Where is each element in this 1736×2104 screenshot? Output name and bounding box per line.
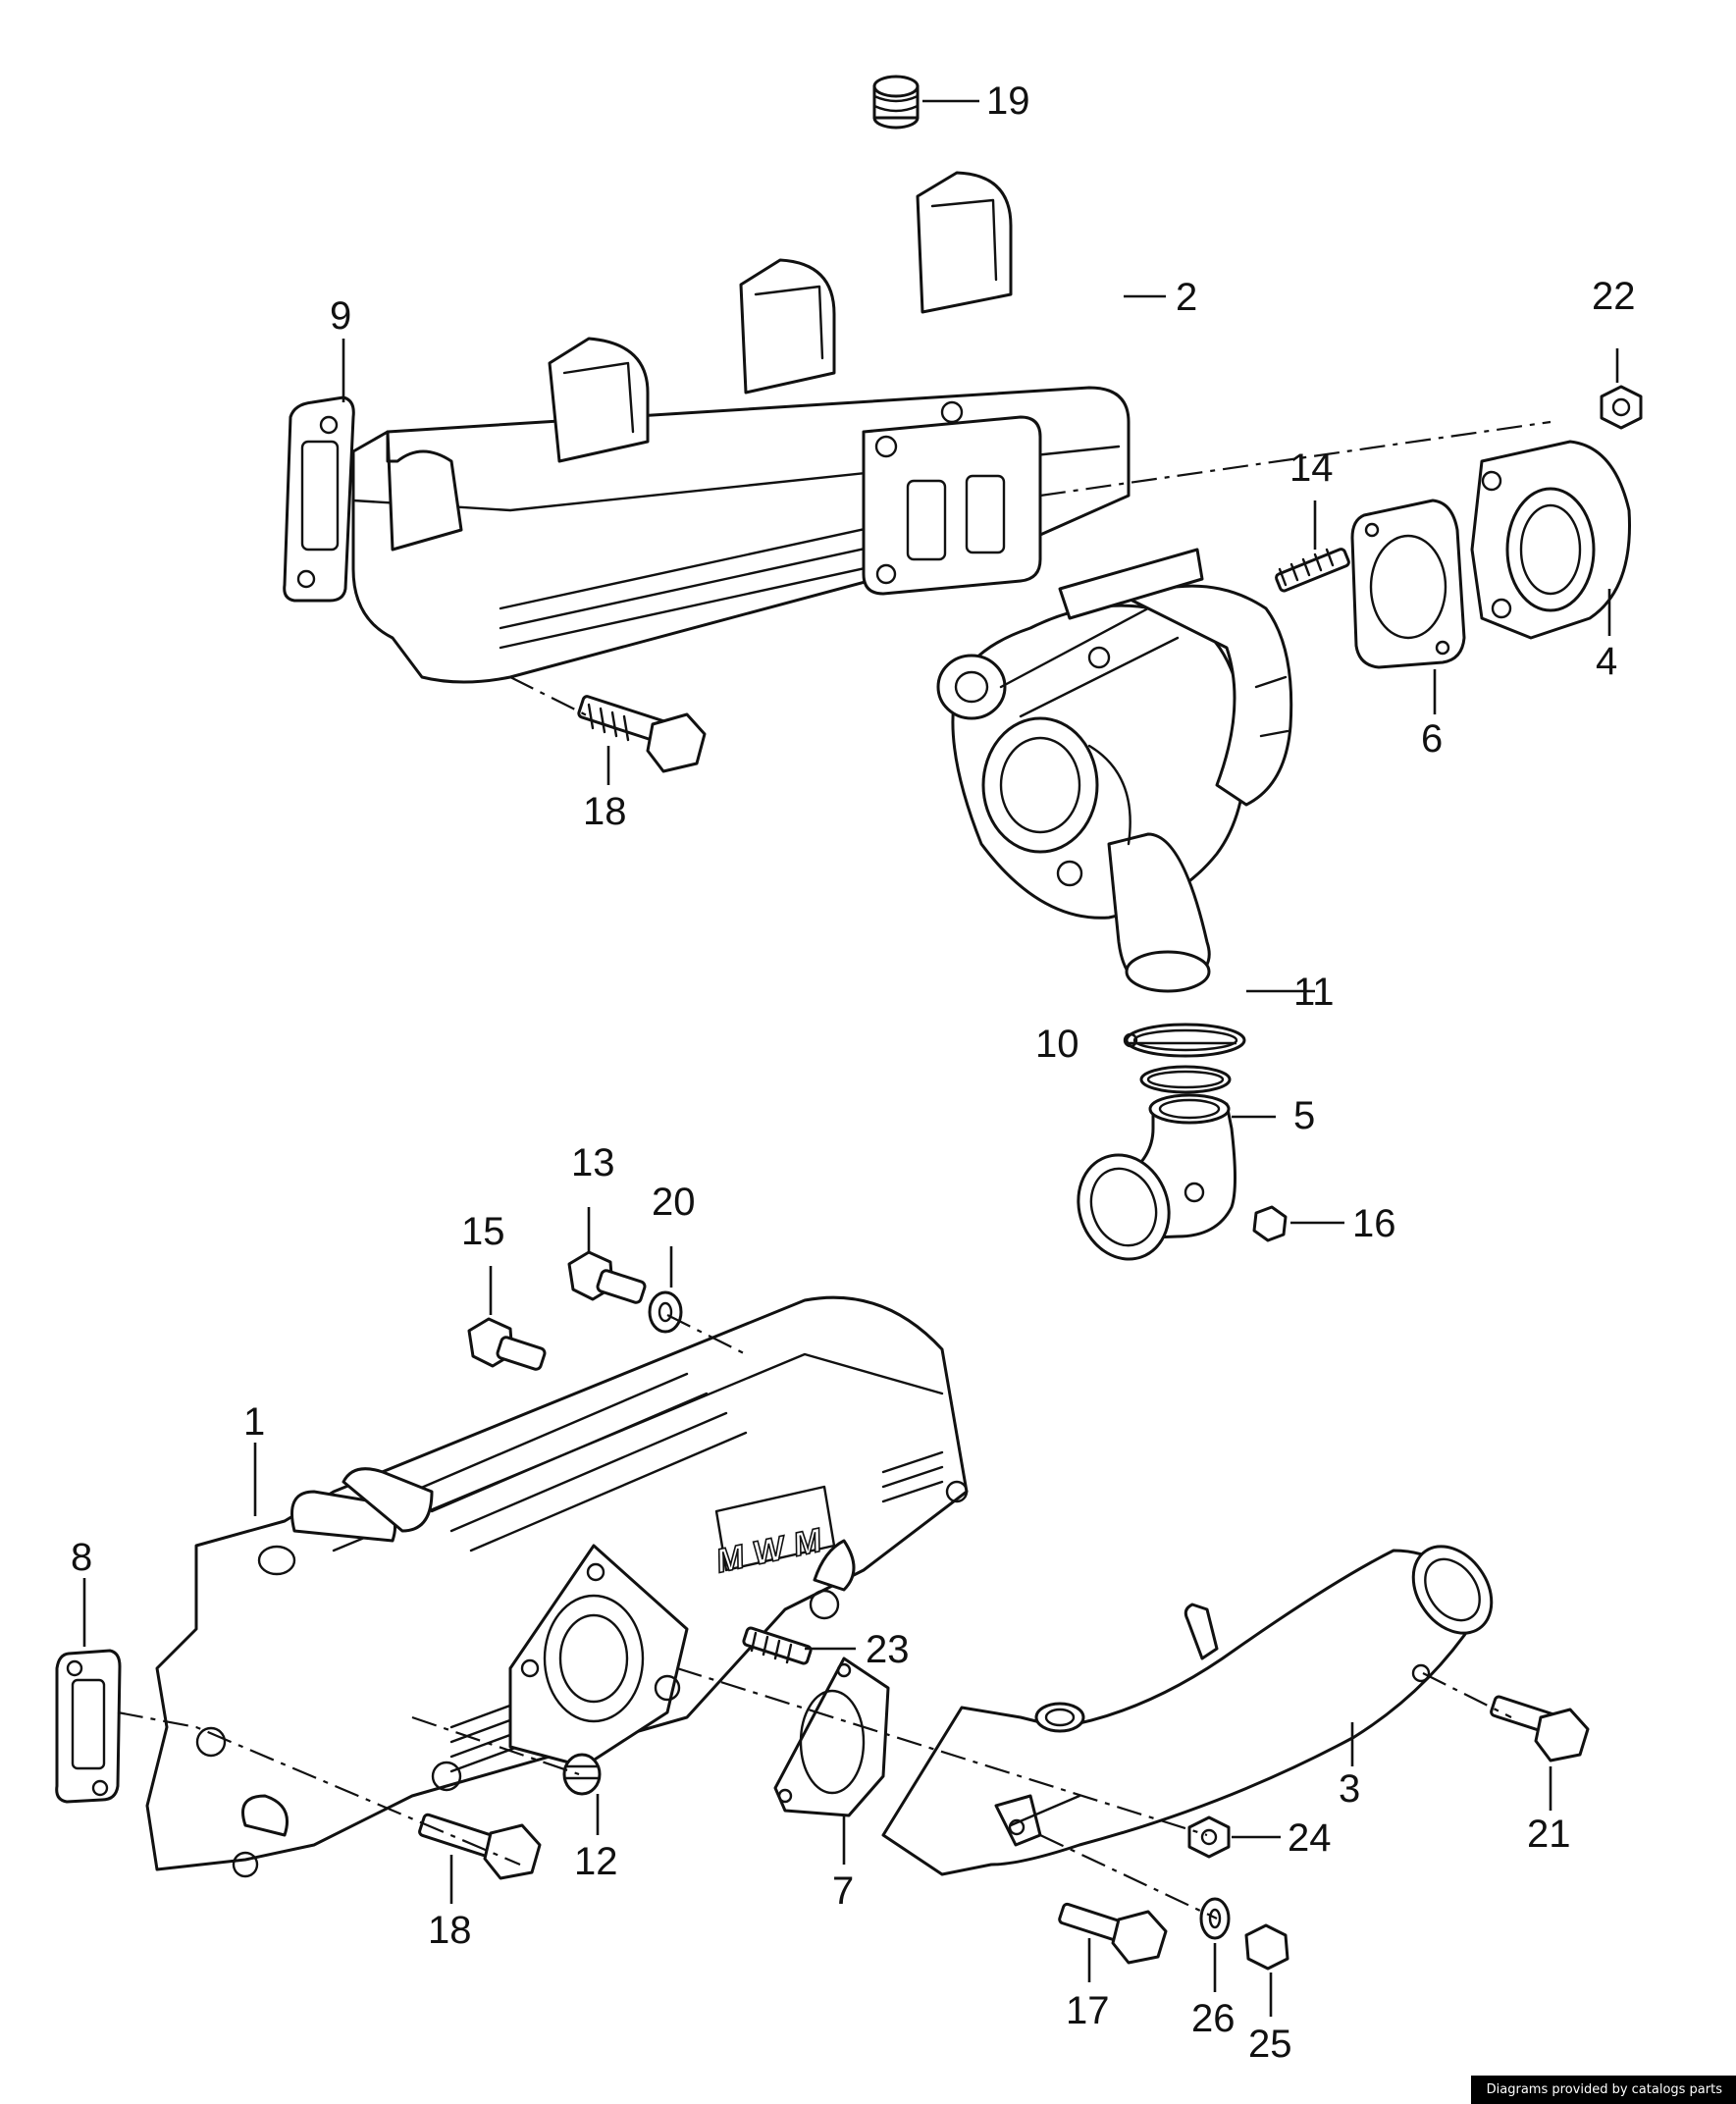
part-6-turbo-gasket (1350, 499, 1466, 669)
assembly-axes (117, 420, 1552, 1920)
callout-16: 16 (1352, 1202, 1396, 1245)
callout-24: 24 (1288, 1816, 1332, 1860)
callout-9: 9 (330, 294, 351, 338)
part-1-intake-manifold: MWM (145, 1295, 969, 1878)
turbocharger (936, 548, 1293, 993)
callout-4: 4 (1596, 640, 1617, 683)
part-14-stud (1275, 548, 1350, 593)
part-21-washer (648, 1290, 683, 1334)
callout-5: 5 (1293, 1094, 1315, 1137)
callout-14: 14 (1289, 447, 1334, 490)
part-17-bolt (1058, 1902, 1168, 1965)
part-23-stud (742, 1626, 813, 1665)
part-13-bolt (567, 1250, 647, 1304)
part-8-intake-gasket (55, 1649, 122, 1804)
part-15-bolt (467, 1317, 547, 1371)
callout-labels: 19 2 9 22 14 4 6 18 11 10 5 16 13 20 15 … (71, 79, 1636, 2066)
part-2-exhaust-manifold (351, 171, 1131, 684)
callout-13: 13 (571, 1141, 615, 1184)
part-22-nut (1600, 385, 1643, 430)
callout-leaders (82, 99, 1619, 2017)
part-20-bolt (1490, 1695, 1590, 1762)
callout-18: 18 (583, 790, 627, 833)
part-25-plug (1244, 1923, 1289, 1971)
part-10-o-ring (1139, 1065, 1232, 1094)
callout-23: 23 (866, 1628, 910, 1671)
callout-19: 19 (986, 79, 1030, 123)
part-19-buffer (872, 75, 920, 130)
callout-21: 20 (652, 1181, 696, 1224)
callout-15: 15 (461, 1210, 505, 1253)
intake-flange (508, 1544, 689, 1768)
callout-25: 25 (1248, 2023, 1292, 2066)
callout-17: 17 (1066, 1989, 1110, 2032)
callout-11: 11 (1293, 971, 1335, 1014)
callout-8: 8 (71, 1536, 92, 1579)
callout-1: 1 (243, 1400, 265, 1444)
callout-6: 6 (1421, 717, 1443, 761)
part-24-nut (1187, 1815, 1231, 1859)
credit-banner: Diagrams provided by catalogs parts (1470, 2076, 1736, 2104)
part-12-plug (562, 1753, 602, 1796)
callout-3: 3 (1339, 1767, 1360, 1811)
callout-26: 26 (1191, 1997, 1236, 2040)
callout-12: 12 (574, 1840, 618, 1883)
part-16-plug (1252, 1205, 1288, 1242)
part-7-flange-gasket (773, 1657, 890, 1817)
callout-7: 7 (832, 1869, 854, 1913)
part-18-bolt-lower (418, 1813, 542, 1880)
callout-20: 21 (1527, 1813, 1571, 1856)
part-18-bolt-upper (577, 695, 707, 773)
part-5-elbow (1077, 1093, 1236, 1261)
callout-10: 10 (1035, 1023, 1079, 1066)
part-4-outlet-flange (1470, 440, 1631, 640)
callout-18-lower: 18 (428, 1909, 472, 1952)
part-11-hose-clamp (1123, 1023, 1246, 1058)
part-9-manifold-gasket (283, 395, 355, 603)
callout-2: 2 (1176, 276, 1197, 319)
callout-22: 22 (1592, 275, 1636, 318)
